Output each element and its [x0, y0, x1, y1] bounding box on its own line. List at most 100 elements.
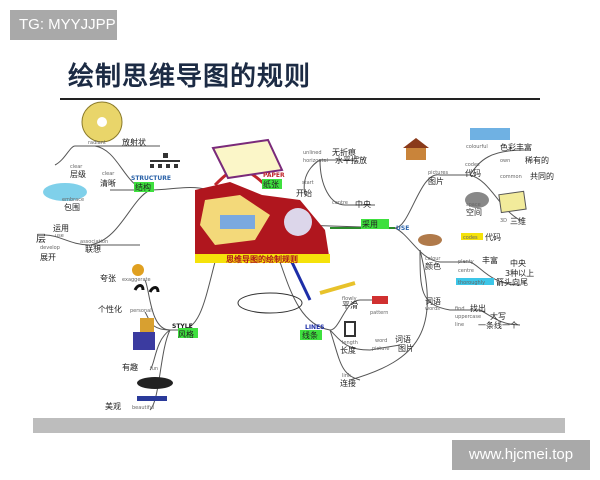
label-embrace-cn: 包围	[64, 202, 80, 212]
label-use-en: use	[55, 233, 64, 239]
slide-title: 绘制思维导图的规则	[68, 62, 312, 92]
palette-icon	[418, 234, 442, 246]
label-find-cn: 找出	[470, 303, 486, 313]
label-words-cn: 词语	[425, 296, 441, 306]
clamp-icon	[344, 321, 356, 337]
label-plenty-en: plenty	[458, 259, 474, 265]
label-unlined-en: unlined	[303, 150, 322, 156]
label-start-en: start	[302, 180, 314, 186]
pencil-icon	[319, 281, 356, 295]
label-length-cn: 长度	[340, 345, 356, 355]
branch-structure-cn: 结构	[135, 182, 151, 192]
label-pattern-en: pattern	[370, 310, 388, 316]
label-horizontal-en: horizontal	[303, 158, 328, 164]
label-horizontal-cn: 水平摆放	[335, 155, 367, 165]
label-3d-en: 3D	[500, 218, 507, 224]
label-colour-cn: 颜色	[425, 261, 441, 271]
label-picture-en: picture	[372, 346, 389, 352]
label-plenty-cn: 丰富	[482, 255, 498, 265]
label-word-cn: 词语	[395, 334, 411, 344]
label-rare-en: own	[500, 158, 510, 164]
hierarchy-icon	[150, 153, 180, 168]
branch-lines-cn: 线条	[302, 330, 318, 340]
label-centre2-cn: 中央	[510, 258, 526, 268]
label-centre2-en: centre	[458, 268, 474, 274]
label-centre-cn: 中央	[355, 199, 371, 209]
radiant-wheel-icon	[81, 101, 123, 143]
label-personal-cn: 个性化	[98, 304, 122, 314]
label-embrace-en: embrace	[62, 197, 84, 203]
label-fun-en: fun	[150, 366, 158, 372]
label-picture-cn: 图片	[398, 343, 414, 353]
label-beautiful-cn: 美观	[105, 401, 121, 411]
label-link-en: link	[342, 373, 351, 379]
label-arrow-en: thoroughly	[458, 280, 485, 286]
center-banner-text: 思维导图的绘制规则	[226, 254, 298, 264]
label-codes-cn: 代码	[465, 168, 481, 178]
label-uppercase-cn: 大写	[490, 311, 506, 321]
branch-style-en: STYLE	[172, 323, 193, 330]
label-pictures-en: pictures	[428, 170, 448, 176]
label-smooth-en: flowly	[342, 296, 357, 302]
house-icon	[403, 138, 429, 160]
label-common-cn: 共同的	[530, 171, 554, 181]
sun-face-icon	[132, 264, 144, 276]
drum-icon	[372, 296, 388, 304]
label-line-en: line	[455, 322, 464, 328]
label-common-en: common	[500, 174, 522, 180]
title-underline	[60, 98, 540, 100]
label-space-en: space	[466, 202, 481, 208]
branch-paper-en: PAPER	[263, 172, 285, 179]
label-hierarchy-cn: 层级	[70, 169, 86, 179]
label-beautiful-en: beautiful	[132, 405, 154, 411]
label-radiant-cn: 放射状	[122, 137, 146, 147]
label-radiant-en: radiant	[88, 140, 106, 146]
label-association-cn: 联想	[85, 244, 101, 254]
paper-image	[211, 138, 284, 180]
central-image: 思维导图的绘制规则	[195, 182, 330, 264]
label-space-cn: 空间	[466, 207, 482, 217]
label-find-en: find	[455, 306, 465, 312]
label-arrow-cn: 箭头向尾	[496, 277, 528, 287]
ship-picture	[470, 128, 510, 140]
label-unlined-cn: 无折痕	[332, 147, 356, 157]
label-colourful-en: colourful	[466, 144, 488, 150]
ale-sign	[498, 190, 527, 214]
label-use-cn: 运用	[53, 224, 69, 233]
label-personal-en: personal	[130, 308, 152, 314]
label-exaggerate-cn: 夸张	[100, 273, 116, 283]
label-line-cn: 一条线一个	[478, 320, 518, 330]
label-colour-en: colour	[425, 256, 441, 262]
label-uppercase-en: uppercase	[455, 314, 481, 320]
brain-icon	[465, 192, 489, 208]
label-link-cn: 连接	[340, 378, 356, 388]
label-colourful-cn: 色彩丰富	[500, 142, 532, 152]
cloud-icon	[43, 183, 87, 201]
image-bottom-bar	[33, 418, 565, 433]
bonsai-icon	[137, 377, 173, 401]
label-colour-codes-en: codes	[463, 235, 478, 241]
label-develop-cn: 展开	[40, 253, 56, 262]
label-codes-en: codes	[465, 162, 480, 168]
label-fun-cn: 有趣	[122, 362, 138, 372]
label-words-en: words	[425, 306, 440, 312]
branch-lines	[44, 145, 526, 411]
label-clear-en: clear	[102, 171, 115, 177]
branch-lines-en: LINES	[305, 324, 325, 331]
label-colour-codes-cn: 代码	[485, 232, 501, 242]
branch-use-en: USE	[396, 225, 409, 232]
branch-paper-cn: 纸张	[263, 179, 279, 189]
label-length-en: length	[342, 340, 358, 346]
green-tags	[134, 179, 389, 340]
label-3d-cn: 三维	[510, 216, 526, 226]
footprints-icon	[133, 284, 160, 293]
branch-structure-en: STRUCTURE	[131, 175, 171, 182]
watermark-top-left: TG: MYYJJPP	[10, 10, 117, 40]
label-word-en: word	[375, 338, 387, 344]
branch-style-cn: 风格	[178, 329, 194, 339]
label-pictures-cn: 图片	[428, 176, 444, 186]
label-start-cn: 开始	[296, 188, 312, 198]
label-exaggerate-en: exaggerate	[122, 277, 151, 283]
label-clear-cn: 清晰	[100, 178, 116, 188]
